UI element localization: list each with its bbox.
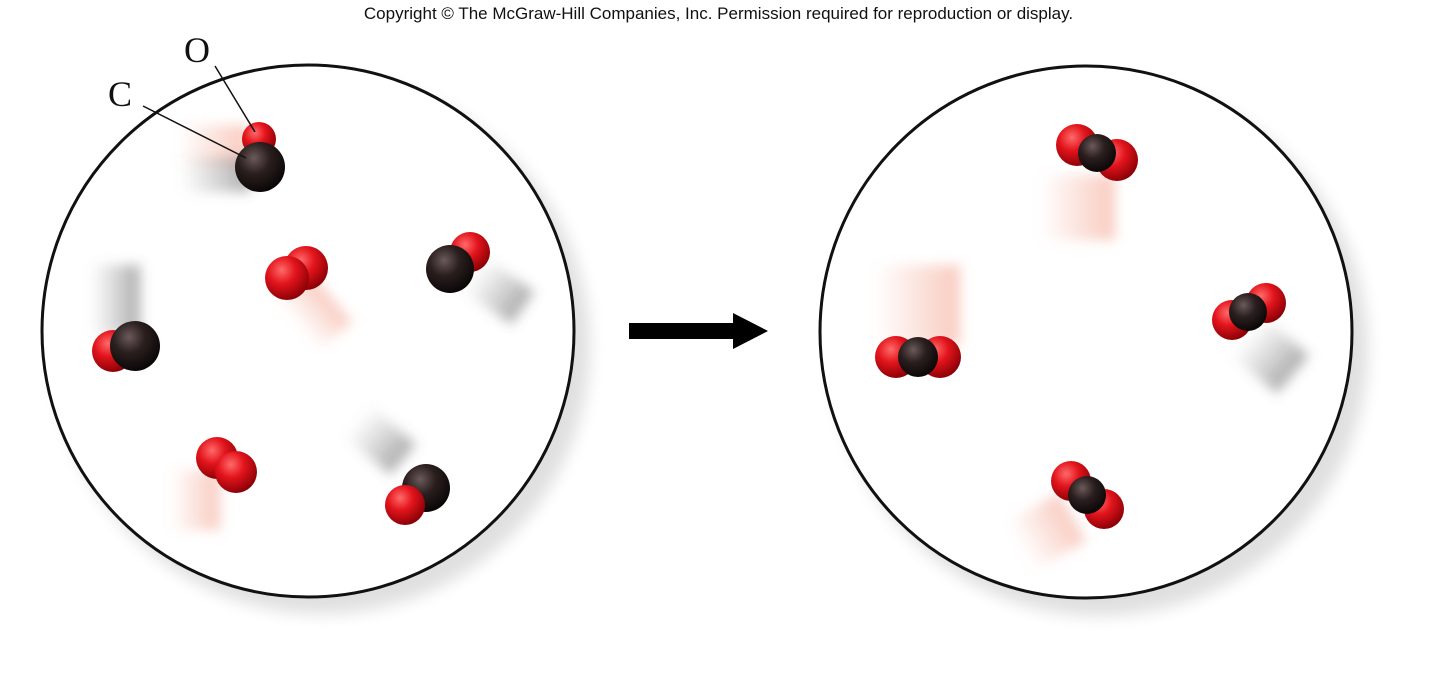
oxygen-atom — [265, 256, 309, 300]
oxygen-atom — [215, 451, 257, 493]
co2-molecule — [1006, 461, 1124, 571]
carbon-atom — [898, 337, 938, 377]
carbon-atom — [235, 142, 285, 192]
atom-labels: O C — [108, 30, 256, 159]
co-molecule — [344, 405, 450, 525]
oxygen-atom — [385, 485, 425, 525]
co-molecule — [90, 265, 160, 372]
o2-molecule — [170, 437, 257, 530]
co2-molecule — [875, 265, 961, 378]
reactant-container: O C — [40, 30, 590, 614]
carbon-atom — [1068, 476, 1106, 514]
carbon-label: C — [108, 74, 132, 114]
carbon-atom — [110, 321, 160, 371]
carbon-atom — [1229, 293, 1267, 331]
o2-molecule — [265, 246, 353, 351]
oxygen-label: O — [184, 30, 210, 70]
co2-molecule — [1212, 283, 1310, 394]
co-molecule — [178, 122, 285, 192]
co-molecule — [426, 232, 535, 325]
carbon-atom — [426, 245, 474, 293]
product-container — [818, 64, 1368, 616]
co2-molecule — [1040, 124, 1138, 240]
copyright-notice: Copyright © The McGraw-Hill Companies, I… — [363, 4, 1074, 23]
reaction-arrow — [629, 313, 768, 349]
carbon-atom — [1078, 134, 1116, 172]
